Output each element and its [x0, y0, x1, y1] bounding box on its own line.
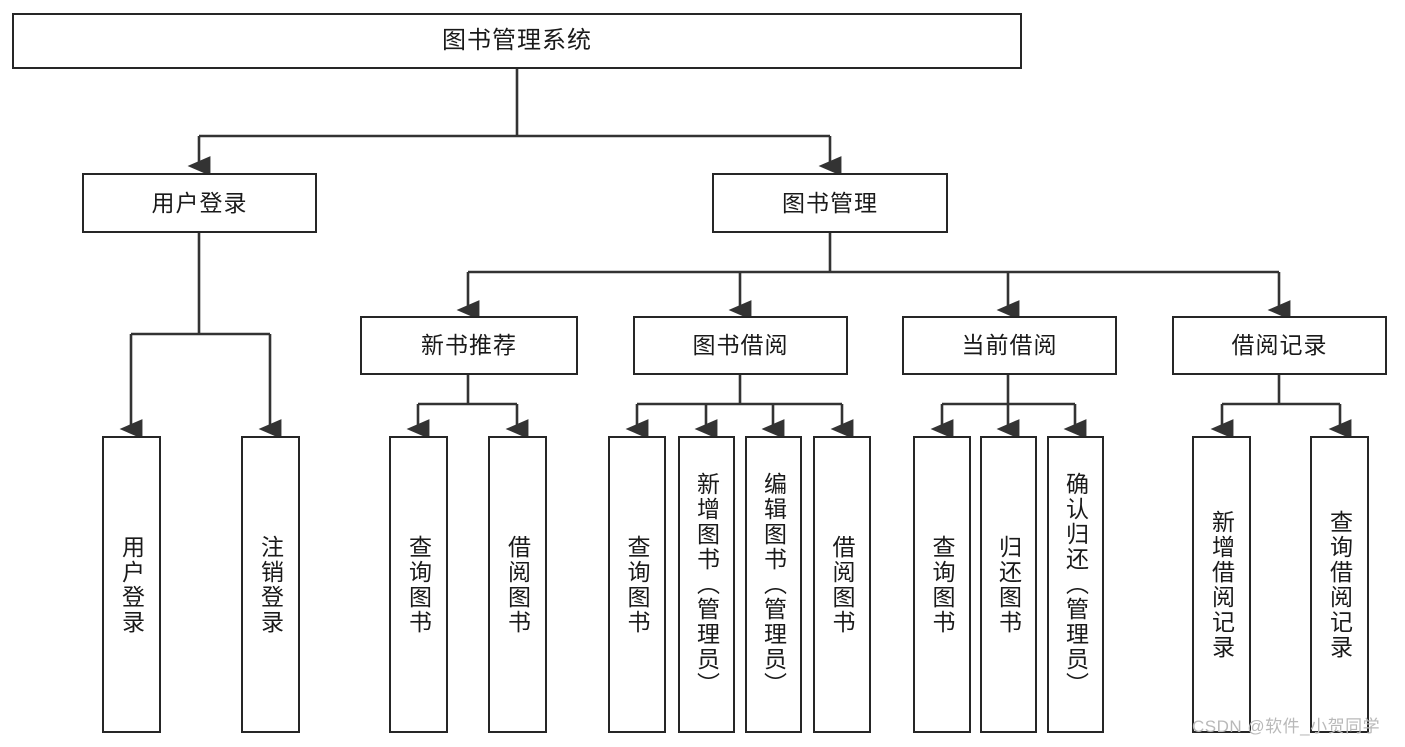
node-leaf-query-record[interactable]: 查询借阅记录 [1310, 436, 1369, 733]
node-leaf-query-book-2[interactable]: 查询图书 [608, 436, 666, 733]
node-user-login[interactable]: 用户登录 [82, 173, 317, 233]
node-label: 查询图书 [929, 534, 956, 635]
node-label: 查询图书 [624, 534, 651, 635]
node-new-book-recommend[interactable]: 新书推荐 [360, 316, 578, 375]
node-book-borrow[interactable]: 图书借阅 [633, 316, 848, 375]
node-label: 查询借阅记录 [1326, 509, 1353, 660]
node-label: 借阅图书 [504, 534, 531, 635]
node-leaf-return-book[interactable]: 归还图书 [980, 436, 1037, 733]
node-label: 查询图书 [405, 534, 432, 635]
node-label: 图书管理 [782, 189, 878, 216]
node-label: 新增图书（管理员） [693, 472, 720, 697]
node-label: 当前借阅 [961, 332, 1058, 359]
node-leaf-query-book-3[interactable]: 查询图书 [913, 436, 971, 733]
node-label: 借阅图书 [829, 534, 856, 635]
node-leaf-confirm-return[interactable]: 确认归还（管理员） [1047, 436, 1104, 733]
node-label: 图书管理系统 [442, 27, 592, 55]
node-label: 用户登录 [118, 534, 145, 635]
node-leaf-edit-book[interactable]: 编辑图书（管理员） [745, 436, 802, 733]
node-label: 用户登录 [151, 189, 248, 216]
node-label: 图书借阅 [692, 332, 789, 359]
node-label: 借阅记录 [1231, 332, 1328, 359]
node-leaf-borrow-book-2[interactable]: 借阅图书 [813, 436, 871, 733]
node-leaf-add-book[interactable]: 新增图书（管理员） [678, 436, 735, 733]
node-label: 确认归还（管理员） [1062, 472, 1089, 697]
node-leaf-user-login[interactable]: 用户登录 [102, 436, 161, 733]
node-label: 编辑图书（管理员） [760, 472, 787, 697]
node-leaf-add-record[interactable]: 新增借阅记录 [1192, 436, 1251, 733]
node-borrow-record[interactable]: 借阅记录 [1172, 316, 1387, 375]
node-current-borrow[interactable]: 当前借阅 [902, 316, 1117, 375]
node-label: 新增借阅记录 [1208, 509, 1235, 660]
node-book-management[interactable]: 图书管理 [712, 173, 948, 233]
node-leaf-logout-login[interactable]: 注销登录 [241, 436, 300, 733]
node-book-management-system[interactable]: 图书管理系统 [12, 13, 1022, 69]
node-label: 归还图书 [995, 534, 1022, 635]
node-label: 注销登录 [257, 534, 284, 635]
node-leaf-borrow-book-1[interactable]: 借阅图书 [488, 436, 547, 733]
node-label: 新书推荐 [421, 332, 517, 359]
node-leaf-query-book-1[interactable]: 查询图书 [389, 436, 448, 733]
